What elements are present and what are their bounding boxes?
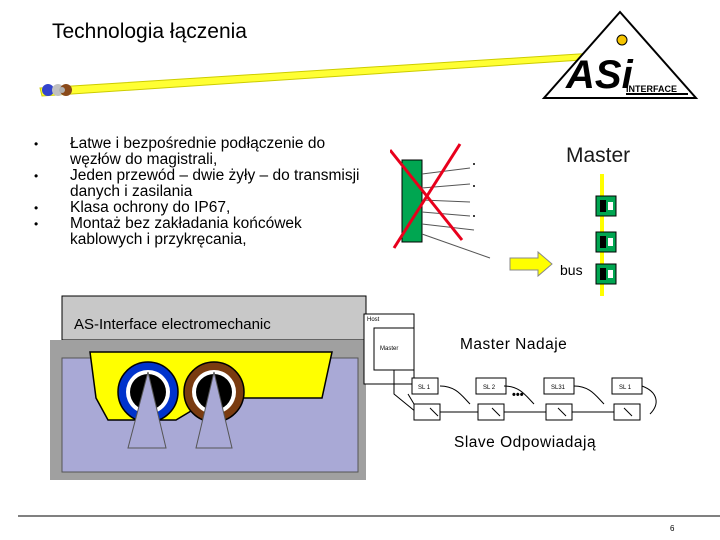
bus-arrow-icon <box>509 250 553 278</box>
master-box <box>373 327 415 371</box>
slave-module <box>595 231 617 253</box>
piercing-contact <box>127 371 167 449</box>
svg-text:SL31: SL31 <box>551 385 566 391</box>
slave-module <box>595 195 617 217</box>
page-number: 6 <box>670 524 675 533</box>
brown-dot-icon <box>60 84 72 96</box>
logo-text: ASi <box>565 53 634 97</box>
piercing-contact <box>195 371 233 449</box>
green-node <box>401 159 423 243</box>
blue-dot-icon <box>42 84 54 96</box>
bullet-item: Jeden przewód – dwie żyły – do transmisj… <box>34 168 364 200</box>
bus-label: bus <box>560 262 583 278</box>
bullet-list: Łatwe i bezpośrednie podłączenie do węzł… <box>34 136 364 248</box>
logo-subtext: INTERFACE <box>626 84 677 94</box>
master-label: Master <box>566 144 631 167</box>
electromechanic-label: AS-Interface electromechanic <box>74 316 271 333</box>
slave-module <box>595 263 617 285</box>
bullet-item: Łatwe i bezpośrednie podłączenie do węzł… <box>34 136 364 168</box>
svg-text:SL 1: SL 1 <box>619 385 632 391</box>
svg-text:SL 1: SL 1 <box>418 385 431 391</box>
host-label: Host <box>367 317 380 323</box>
master-sends-label: Master Nadaje <box>460 336 568 353</box>
svg-text:SL 2: SL 2 <box>483 385 496 391</box>
bus-diagram <box>390 143 617 296</box>
page-title: Technologia łączenia <box>52 20 247 43</box>
slaves-respond-label: Slave Odpowiadają <box>454 434 597 451</box>
master-box-label: Master <box>380 346 398 352</box>
red-cross-line <box>392 143 462 249</box>
slave-box: SL 1 <box>411 377 439 395</box>
slave-ellipsis: ••• <box>512 389 524 401</box>
bullet-item: Klasa ochrony do IP67, <box>34 200 364 217</box>
bullet-item: Montaż bez zakładania końcówek kablowych… <box>34 216 364 248</box>
asi-logo: ASi INTERFACE <box>541 10 699 99</box>
